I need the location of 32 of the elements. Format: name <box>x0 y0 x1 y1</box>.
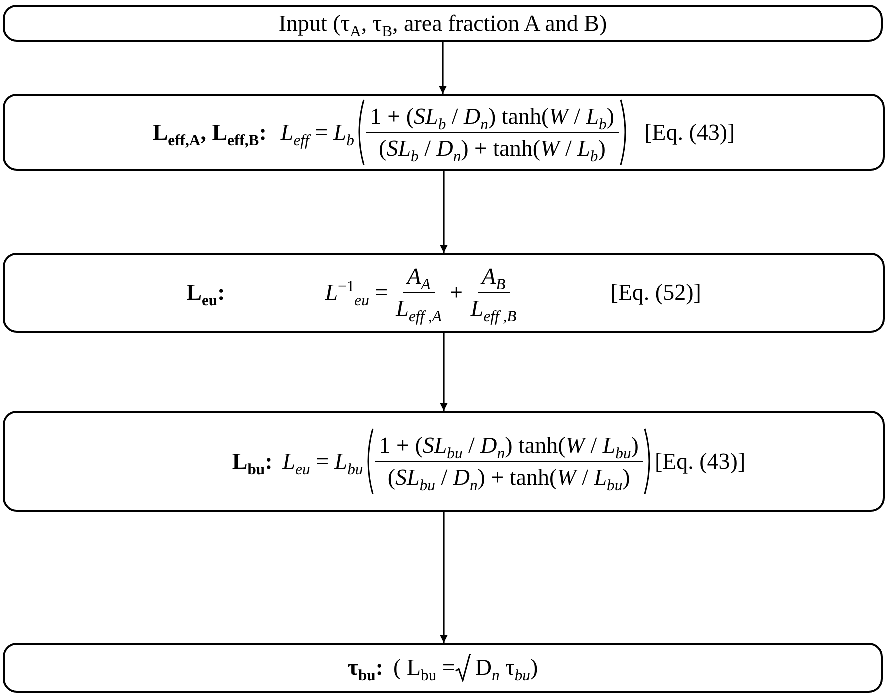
node-heading: τ$_{bu}$: <box>348 654 384 682</box>
node-text: Input (τ$_{A}$, τ$_{B}$, area fraction A and B) <box>278 10 608 38</box>
fraction-numerator: A$_{B}$ <box>478 263 510 293</box>
equation-text: L$^{−1}$$_{eu}$ = <box>325 279 388 307</box>
fraction-denominator: L$_{eff ,B}$ <box>470 295 518 323</box>
arrow <box>440 171 448 253</box>
process-box <box>3 411 885 512</box>
equation-reference: [Eq. (43)] <box>644 118 736 146</box>
radicand: D$_{n}$ τ$_{bu}$ <box>475 654 530 682</box>
arrow <box>439 42 447 94</box>
equation-reference: [Eq. (43)] <box>654 448 746 476</box>
fraction-numerator: A$_{A}$ <box>403 263 435 293</box>
node-text: ( L$_{bu}$ = <box>394 654 456 682</box>
node-heading: L$_{bu}$: <box>232 448 273 476</box>
equation-operator: + <box>450 279 463 307</box>
node-text: ) <box>530 654 538 682</box>
process-box <box>3 643 883 693</box>
process-box <box>3 253 885 333</box>
process-box <box>3 5 883 42</box>
fraction-numerator: 1 + (SL$_{bu}$ / D$_{n}$) tanh(W / L$_{bu}$) <box>375 432 643 462</box>
fraction-denominator: (SL$_{b}$ / D$_{n}$) + tanh(W / L$_{b}$) <box>378 134 607 162</box>
arrow <box>440 333 448 411</box>
equation-reference: [Eq. (52)] <box>610 279 702 307</box>
equation-text: L$_{eu}$ = L$_{bu}$ <box>282 448 364 476</box>
equation-text: L$_{eff}$ = L$_{b}$ <box>280 118 354 146</box>
process-box <box>3 94 885 171</box>
fraction-numerator: 1 + (SL$_{b}$ / D$_{n}$) tanh(W / L$_{b}$) <box>366 102 618 132</box>
node-heading: L$_{eff,A}$, L$_{eff,B}$: <box>152 118 267 146</box>
arrow <box>440 512 448 643</box>
node-heading: L$_{eu}$: <box>186 279 226 307</box>
fraction-denominator: (SL$_{bu}$ / D$_{n}$) + tanh(W / L$_{bu}$) <box>386 464 632 492</box>
fraction-denominator: L$_{eff ,A}$ <box>394 295 443 323</box>
